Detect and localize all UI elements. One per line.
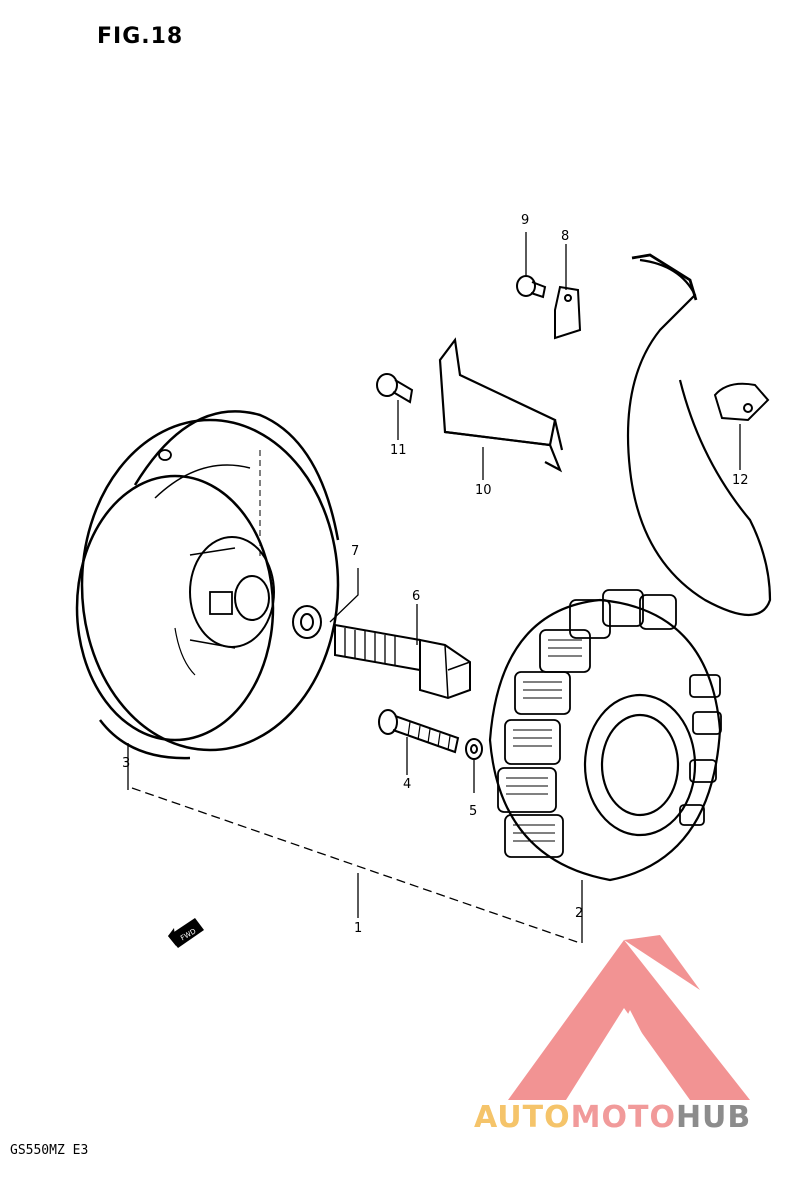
callout-12: 12 [732,473,749,488]
callout-9: 9 [521,213,529,228]
watermark-logo [508,935,750,1100]
callout-labels: 1 2 3 4 5 6 7 8 9 10 11 12 [122,213,749,936]
watermark-text-part2: MOTO [570,1100,676,1135]
bracket-screw-11 [376,373,414,404]
grommet-12 [713,382,770,422]
forward-arrow-icon: FWD [168,918,204,948]
washer-7 [292,605,322,639]
callout-3: 3 [122,756,130,771]
callout-11: 11 [390,443,407,458]
washer-5 [465,738,483,760]
stator-assembly [488,253,772,882]
callout-4: 4 [403,777,411,792]
flywheel-rotor [75,410,340,760]
figure-title: FIG.18 [97,24,184,49]
callout-10: 10 [475,483,492,498]
callout-2: 2 [575,906,583,921]
model-code: GS550MZ E3 [10,1143,89,1158]
callout-7: 7 [351,544,359,559]
callout-5: 5 [469,804,477,819]
callout-6: 6 [412,589,420,604]
wire-clamp-8 [554,285,582,340]
lead-wire-bracket-10 [438,337,564,473]
callout-leaders [127,232,741,944]
callout-8: 8 [561,229,569,244]
watermark-text: AUTOMOTOHUB [474,1100,751,1135]
watermark-text-part3: HUB [675,1100,752,1135]
callout-1: 1 [354,921,362,936]
stator-screw-4 [378,709,460,754]
clamp-screw-9 [516,275,547,299]
watermark-text-part1: AUTO [474,1100,571,1135]
rotor-bolt-6 [334,623,471,700]
